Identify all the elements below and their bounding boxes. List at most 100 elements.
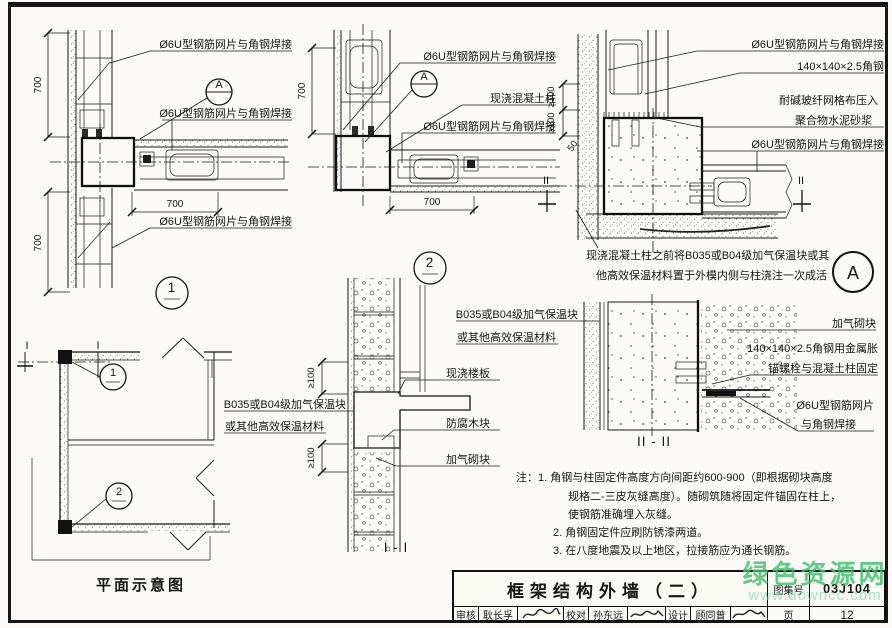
dim-50: 50: [565, 139, 580, 154]
svg-text:A: A: [420, 71, 428, 83]
review-label: 审核: [454, 607, 479, 622]
proof-signature: [628, 607, 666, 622]
plan-schematic: I I 1 2 平面示意图: [17, 337, 232, 594]
section-marker-II-left: II: [538, 175, 556, 212]
svg-text:2: 2: [116, 486, 122, 498]
dimension-ge100: ≥100 ≥100: [306, 357, 348, 477]
expansion-bolt: [675, 361, 707, 370]
svg-text:1: 1: [168, 280, 177, 295]
detail-callout-2: 2: [413, 251, 447, 285]
dimension-ge100: ≥100 ≥100: [546, 79, 580, 141]
label-insulation-1: B035或B04级加气保温块: [224, 397, 346, 411]
dimension-700-right: 700: [127, 192, 223, 217]
dimension-700-top: 700: [33, 28, 70, 142]
note-line-1: 注：1. 角钢与柱固定件高度方向间距约600-900（即根据砌块高度: [516, 470, 833, 484]
plan-caption: 平面示意图: [96, 576, 186, 594]
label-mesh-weld: Ø6U型钢筋网片与角钢焊接: [423, 119, 556, 133]
proof-name: 孙东远: [589, 607, 628, 622]
svg-text:≥100: ≥100: [546, 112, 557, 133]
detail-callout-1: 1: [155, 276, 189, 310]
section-I-I-title: I - I: [384, 540, 409, 555]
label-insulation-1: B035或B04级加气保温块: [456, 307, 578, 321]
section-marker-I: I I: [17, 340, 110, 378]
label-wood-block: 防腐木块: [446, 416, 490, 430]
column-marker: [58, 520, 72, 534]
label-aac-block: 加气砌块: [832, 316, 876, 330]
label-mesh-weld: Ø6U型钢筋网片与角钢焊接: [423, 49, 556, 63]
atlas-number-label: 图集号: [768, 572, 810, 606]
svg-text:700: 700: [33, 234, 44, 251]
svg-text:700: 700: [33, 76, 44, 93]
label-mesh-weld: Ø6U型钢筋网片与角钢焊接: [751, 37, 884, 51]
svg-text:I: I: [96, 340, 99, 352]
section-bubble-A: A: [364, 70, 438, 143]
wood-block: [367, 435, 395, 449]
label-insulation-2: 或其他高效保温材料: [457, 330, 556, 344]
label-mesh-2: 与角钢焊接: [801, 417, 856, 431]
svg-text:1: 1: [110, 367, 116, 379]
svg-text:≥100: ≥100: [306, 367, 317, 388]
dimension-700-bottom: 700: [33, 187, 70, 297]
section-marker-II-right: II: [793, 175, 811, 212]
design-label: 设计: [666, 607, 691, 622]
label-mesh-weld: Ø6U型钢筋网片与角钢焊接: [159, 214, 292, 228]
atlas-number: 03J104: [823, 582, 871, 596]
detail-1-plan: 700 700 700 Ø6U型钢筋网片与角钢焊接 A: [33, 28, 292, 310]
svg-text:≥100: ≥100: [546, 86, 557, 107]
page-label: 页: [768, 607, 810, 622]
label-column-note-1: 现浇混凝土柱之前将B035或B04级加气保温块或其: [586, 248, 829, 262]
detail-callout-A: A: [832, 251, 874, 293]
title-block: 框架结构外墙（二） 图集号 03J104 审核 耿长孚 校对 孙东远 设计 顾同…: [452, 570, 886, 622]
detail-2-plan: 700 700 Ø6U型钢筋网片与角钢焊接 A 现浇混凝土柱 Ø6U型钢筋网片与…: [297, 24, 560, 285]
label-alkali-mesh-1: 耐碱玻纤网格布压入: [779, 93, 878, 107]
section-I-I: ≥100 ≥100 B035或B04级加气保温块 或其他高效保温材料 现浇楼板 …: [224, 278, 500, 555]
note-line-5: 3. 在八度地震及以上地区，拉接筋应为通长钢筋。: [553, 543, 796, 557]
label-column-note-2: 他高效保温材料置于外模内侧与柱浇注一次成活: [596, 268, 827, 282]
design-signature: [731, 607, 768, 622]
label-angle-steel: 140×140×2.5角钢: [797, 60, 884, 73]
dimension-700-bottom: 700: [385, 196, 479, 215]
review-name: 耿长孚: [479, 607, 518, 622]
page-number: 12: [840, 607, 854, 622]
notes-block: 注：1. 角钢与柱固定件高度方向间距约600-900（即根据砌块高度 规格二-三…: [516, 470, 841, 557]
svg-text:A: A: [215, 79, 223, 91]
label-mesh-weld: Ø6U型钢筋网片与角钢焊接: [159, 37, 292, 51]
drawing-title: 框架结构外墙（二）: [454, 572, 768, 606]
anchor-bolt: [82, 129, 88, 138]
section-II-II: B035或B04级加气保温块 或其他高效保温材料 加气砌块 140×140×2.…: [456, 294, 878, 449]
svg-text:II: II: [543, 175, 549, 187]
note-line-2: 规格二-三皮灰缝高度）。随砌筑随将固定件锚固在柱上，: [568, 489, 841, 503]
section-bubble-A: A: [139, 78, 233, 140]
plan-callout-1: 1: [71, 361, 127, 391]
plan-callout-2: 2: [71, 482, 133, 528]
label-floor-slab: 现浇楼板: [446, 366, 490, 380]
svg-text:I: I: [25, 340, 28, 352]
dimension-700-left: 700: [297, 43, 336, 139]
svg-text:700: 700: [167, 199, 184, 210]
label-anchor-1: 140×140×2.5角钢用金属胀: [747, 341, 878, 355]
expansion-bolt: [675, 375, 707, 384]
svg-text:700: 700: [424, 197, 441, 208]
label-cast-column: 现浇混凝土柱: [490, 91, 556, 105]
label-insulation-2: 或其他高效保温材料: [225, 419, 324, 433]
svg-text:II: II: [798, 175, 804, 187]
wall-plaster-band: [68, 30, 76, 288]
note-line-4: 2. 角钢固定件应刷防锈漆两道。: [553, 525, 708, 539]
label-mesh-weld: Ø6U型钢筋网片与角钢焊接: [159, 106, 292, 120]
svg-text:2: 2: [426, 255, 435, 270]
label-alkali-mesh-2: 聚合物水泥砂浆: [795, 113, 872, 127]
note-line-3: 使钢筋准确埋入灰缝。: [568, 507, 678, 521]
svg-text:A: A: [847, 263, 859, 283]
section-II-II-title: II - II: [637, 434, 671, 449]
aac-block-region: [701, 302, 797, 430]
review-signature: [518, 607, 564, 622]
proof-label: 校对: [564, 607, 589, 622]
detail-A-enlarged: ≥100 ≥100 50 II II Ø6U型钢筋网片与角钢焊接 140×140…: [538, 30, 884, 293]
svg-text:700: 700: [297, 82, 308, 99]
label-anchor-2: 锚螺栓与混凝土柱固定: [768, 361, 878, 375]
design-name: 顾同曾: [691, 607, 731, 622]
anchor-bolt: [96, 129, 102, 138]
svg-text:≥100: ≥100: [306, 447, 317, 468]
